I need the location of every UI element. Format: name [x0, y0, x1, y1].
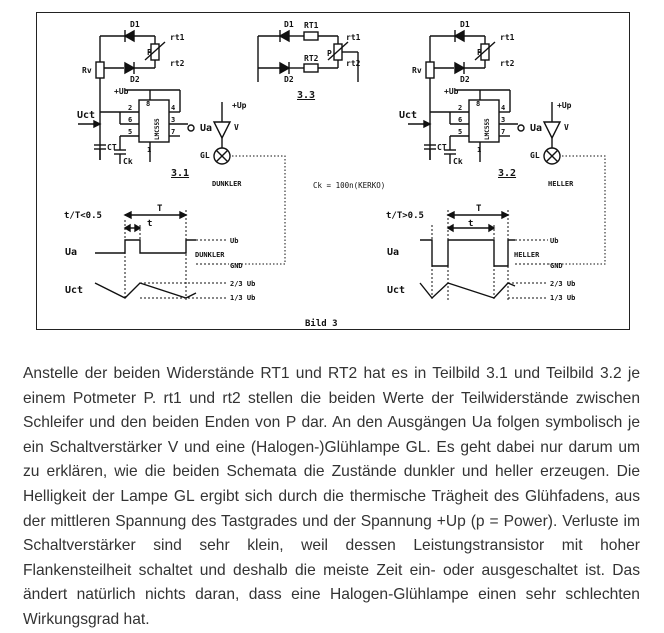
timing-diagram-left [94, 210, 228, 300]
pin8-31: 8 [146, 100, 150, 108]
label-ct-32: CT [437, 143, 447, 152]
timing-left-ua: Ua [65, 247, 77, 258]
timing-right-t: t [468, 219, 473, 229]
pin2-32: 2 [458, 104, 462, 112]
label-rt1-31: rt1 [170, 33, 185, 42]
label-gl-31: GL [200, 151, 210, 160]
label-d1-32: D1 [460, 20, 470, 29]
circuit-32 [407, 29, 561, 165]
label-panel-31: 3.1 [171, 168, 189, 179]
timing-right-state: HELLER [514, 251, 540, 259]
pin5-32: 5 [458, 128, 462, 136]
label-panel-33: 3.3 [297, 90, 315, 101]
label-p-33: P [327, 49, 332, 58]
label-v-31: V [234, 123, 239, 132]
label-d1-31: D1 [130, 20, 140, 29]
pin4-32: 4 [501, 104, 505, 112]
label-ck-32: Ck [453, 157, 463, 166]
pin7-32: 7 [501, 128, 505, 136]
ic-label-32: LMC555 [484, 118, 491, 140]
label-prt1-33: rt1 [346, 33, 361, 42]
pin8-32: 8 [476, 100, 480, 108]
label-ua-31: Ua [200, 123, 212, 134]
figure-frame [36, 12, 630, 330]
timing-left-gnd: GND [230, 262, 243, 270]
schematic-figure: D1 D2 rt1 rt2 P Rv +Ub Uct CT Ck Ua +Up … [64, 20, 606, 329]
timing-left-condition: t/T<0.5 [64, 211, 102, 221]
label-rt2-33: RT2 [304, 54, 319, 63]
label-rt1-33: RT1 [304, 21, 319, 30]
timing-right-uct: Uct [387, 285, 405, 296]
pin2-31: 2 [128, 104, 132, 112]
label-rv-31: Rv [82, 66, 92, 75]
timing-right-gnd: GND [550, 262, 563, 270]
ck-note: Ck = 100n(KERKO) [313, 181, 385, 190]
pin1-32: 1 [477, 146, 481, 154]
label-ua-32: Ua [530, 123, 542, 134]
label-p-32: P [477, 48, 482, 57]
label-rt2-31: rt2 [170, 59, 185, 68]
pin5-31: 5 [128, 128, 132, 136]
timing-left-t: t [147, 219, 152, 229]
label-state-31: DUNKLER [212, 180, 242, 188]
label-gl-32: GL [530, 151, 540, 160]
label-up-31: +Up [232, 101, 247, 110]
timing-left-1-3: 1/3 Ub [230, 294, 255, 302]
timing-right-ua: Ua [387, 247, 399, 258]
label-rt2-32: rt2 [500, 59, 515, 68]
pin4-31: 4 [171, 104, 175, 112]
timing-right-ub: Ub [550, 237, 558, 245]
label-uct-31: Uct [77, 110, 95, 121]
figure-caption: Bild 3 [305, 318, 338, 329]
label-ub-31: +Ub [114, 87, 129, 96]
label-ub-32: +Ub [444, 87, 459, 96]
pin3-32: 3 [501, 116, 505, 124]
timing-right-condition: t/T>0.5 [386, 211, 424, 221]
label-state-32: HELLER [548, 180, 574, 188]
timing-diagram-right [419, 210, 548, 300]
pin1-31: 1 [147, 146, 151, 154]
pin6-32: 6 [458, 116, 462, 124]
timing-left-ub: Ub [230, 237, 238, 245]
label-panel-32: 3.2 [498, 168, 516, 179]
ic-label-31: LMC555 [154, 118, 161, 140]
label-ct-31: CT [107, 143, 117, 152]
body-paragraph: Anstelle der beiden Widerstände RT1 und … [23, 365, 640, 628]
timing-right-T: T [476, 204, 482, 214]
label-ck-31: Ck [123, 157, 133, 166]
timing-right-1-3: 1/3 Ub [550, 294, 575, 302]
circuit-31 [77, 29, 231, 165]
label-uct-32: Uct [399, 110, 417, 121]
label-v-32: V [564, 123, 569, 132]
label-prt2-33: rt2 [346, 59, 361, 68]
pin3-31: 3 [171, 116, 175, 124]
timing-right-2-3: 2/3 Ub [550, 280, 575, 288]
label-up-32: +Up [557, 101, 572, 110]
circuit-33 [257, 29, 359, 82]
timing-left-T: T [157, 204, 163, 214]
label-d2-32: D2 [460, 75, 470, 84]
pin6-31: 6 [128, 116, 132, 124]
label-d1-33: D1 [284, 20, 294, 29]
timing-left-uct: Uct [65, 285, 83, 296]
label-rt1-32: rt1 [500, 33, 515, 42]
label-d2-33: D2 [284, 75, 294, 84]
pin7-31: 7 [171, 128, 175, 136]
label-p-31: P [147, 48, 152, 57]
label-d2-31: D2 [130, 75, 140, 84]
label-rv-32: Rv [412, 66, 422, 75]
timing-left-2-3: 2/3 Ub [230, 280, 255, 288]
timing-left-state: DUNKLER [195, 251, 225, 259]
